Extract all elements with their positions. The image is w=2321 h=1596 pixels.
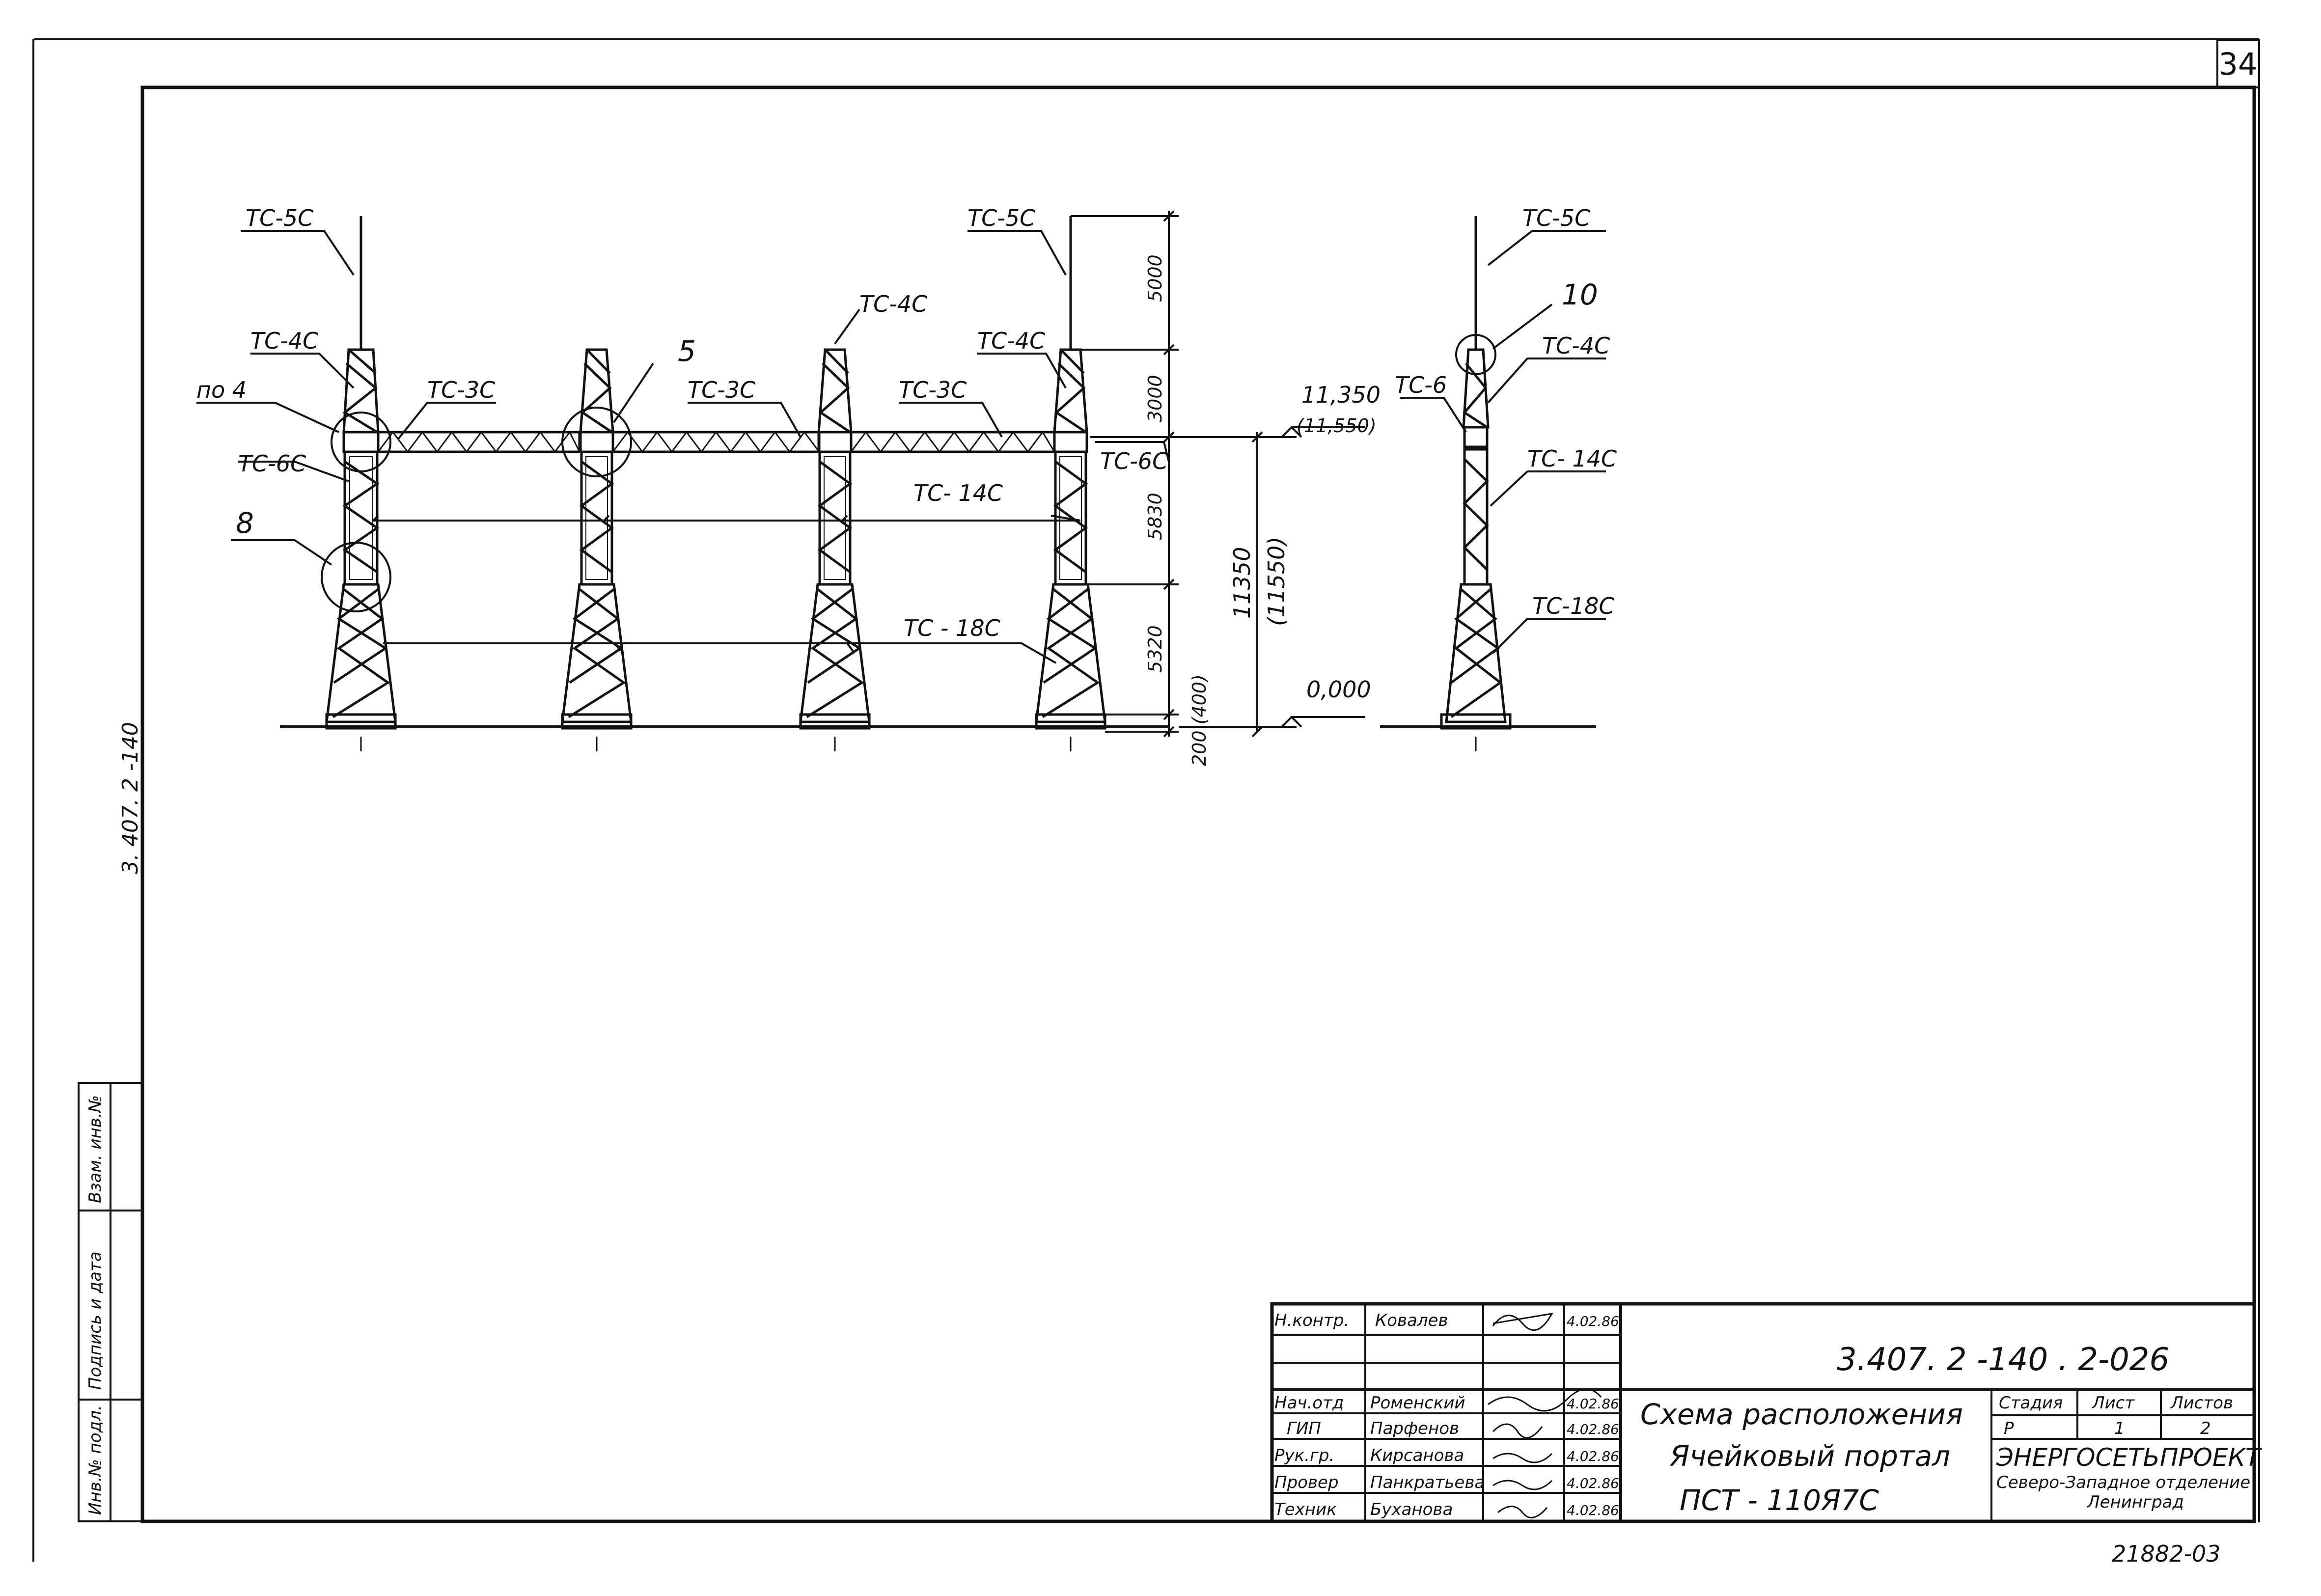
detail-circle-10 <box>1455 334 1496 375</box>
callout-tc6c-left: ТС-6С <box>238 450 306 477</box>
callout-tc3c-2: ТС-3С <box>688 377 755 403</box>
detail-circle-8 <box>321 542 391 612</box>
callout-node10: 10 <box>1562 278 1598 311</box>
callout-tc18c-right: ТС-18С <box>1532 593 1614 619</box>
tb-date-1: 4.02.86 <box>1567 1313 1619 1329</box>
tb-date-5: 4.02.86 <box>1567 1448 1619 1464</box>
left-strip <box>78 1082 143 1522</box>
tb-org-branch: Северо-Западное отделение <box>1996 1473 2250 1492</box>
tb-stage: Р <box>2004 1419 2014 1438</box>
tb-name-4: Парфенов <box>1370 1419 1459 1438</box>
tower-4 <box>1035 216 1106 751</box>
bottom-stamp: 21882-03 <box>2112 1541 2220 1567</box>
tb-date-6: 4.02.86 <box>1567 1475 1619 1491</box>
tb-role-6: Провер <box>1274 1473 1339 1492</box>
tb-name-7: Буханова <box>1370 1500 1453 1519</box>
callout-tc14c-mid: ТС- 14С <box>913 480 1003 506</box>
tb-sheets-header: Листов <box>2170 1393 2233 1413</box>
signatures <box>1488 1313 1602 1518</box>
beam-span-3 <box>850 431 1056 453</box>
tb-sheet: 1 <box>2114 1419 2125 1438</box>
callout-tc5c-mid: ТС-5С <box>967 205 1035 231</box>
elevation-drawing <box>196 210 1606 751</box>
tb-role-4: ГИП <box>1287 1419 1321 1438</box>
side-tower <box>1440 216 1512 751</box>
tb-stage-header: Стадия <box>1999 1393 2063 1413</box>
callout-tc14c-right: ТС- 14С <box>1527 445 1617 472</box>
dim-11350: 11350 <box>1229 547 1255 619</box>
tb-sheet-header: Лист <box>2091 1393 2135 1413</box>
tb-role-5: Рук.гр. <box>1274 1446 1334 1465</box>
callout-tc5c-left: ТС-5С <box>246 205 313 231</box>
callout-tc4c-right: ТС-4С <box>1542 332 1610 359</box>
strip-sign-label: Подпись и дата <box>85 1251 105 1390</box>
level-top: 11,350 <box>1301 382 1381 408</box>
tb-name-1: Ковалев <box>1375 1311 1448 1330</box>
dim-5830: 5830 <box>1144 493 1166 540</box>
tb-name-3: Роменский <box>1370 1393 1465 1413</box>
level-zero: 0,000 <box>1306 676 1371 703</box>
tower-2 <box>561 348 633 751</box>
callout-tc18c-mid: ТС - 18С <box>904 615 1000 641</box>
tb-doc-code: 3.407. 2 -140 . 2-026 <box>1837 1342 2169 1378</box>
callout-tc4c-left: ТС-4С <box>250 328 318 354</box>
tower-3 <box>799 348 871 751</box>
tb-title-line3: ПСТ - 110Я7С <box>1680 1484 1879 1517</box>
tb-date-3: 4.02.86 <box>1567 1396 1619 1412</box>
tb-org-name: ЭНЕРГОСЕТЬПРОЕКТ <box>1996 1443 2262 1472</box>
strip-inv-label: Инв.№ подл. <box>85 1405 105 1515</box>
callout-tc5c-right: ТС-5С <box>1522 205 1590 231</box>
sheet-frame <box>32 38 2260 1562</box>
title-block <box>1270 1302 2256 1523</box>
tb-name-5: Кирсанова <box>1370 1446 1464 1465</box>
tb-title-line1: Схема расположения <box>1640 1398 1963 1431</box>
sheet-number: 34 <box>2219 46 2258 82</box>
dim-3000: 3000 <box>1144 375 1166 422</box>
dim-5320: 5320 <box>1144 625 1166 673</box>
beam-span-1 <box>377 431 581 453</box>
callout-tc6c-mid: ТС-6С <box>1100 448 1168 474</box>
sheet-number-box: 34 <box>2216 39 2260 88</box>
callout-tc4c-top: ТС-4С <box>859 291 927 317</box>
beam-span-2 <box>611 431 821 453</box>
tb-name-6: Панкратьева <box>1370 1473 1485 1492</box>
tower-1 <box>325 216 397 751</box>
level-top-alt: (11,550) <box>1297 415 1377 437</box>
callout-tc3c-3: ТС-3С <box>899 377 967 403</box>
detail-circle-po4 <box>331 412 391 472</box>
tb-role-1: Н.контр. <box>1274 1311 1349 1330</box>
callout-tc6-right: ТС-6 <box>1395 372 1447 398</box>
dimension-chain <box>1071 210 1365 738</box>
callout-po4: по 4 <box>196 377 247 403</box>
detail-circle-5 <box>561 407 632 477</box>
dim-200: 200 (400) <box>1188 674 1210 766</box>
side-stamp: 3. 407. 2 -140 <box>118 722 143 874</box>
tb-date-4: 4.02.86 <box>1567 1421 1619 1437</box>
dim-11550: (11550) <box>1263 537 1290 626</box>
callout-tc4c-mid: ТС-4С <box>977 328 1045 354</box>
tb-sheets: 2 <box>2200 1419 2211 1438</box>
dim-5000: 5000 <box>1144 254 1166 302</box>
tb-role-3: Нач.отд <box>1274 1393 1344 1413</box>
tb-date-7: 4.02.86 <box>1567 1502 1619 1518</box>
leader-lines <box>196 230 1606 664</box>
callout-node8: 8 <box>236 506 254 540</box>
strip-replace-label: Взам. инв.№ <box>85 1095 105 1203</box>
tb-title-line2: Ячейковый портал <box>1669 1439 1950 1473</box>
callout-node5: 5 <box>678 334 696 368</box>
tb-role-7: Техник <box>1274 1500 1337 1519</box>
callout-tc3c-1: ТС-3С <box>427 377 495 403</box>
tb-org-city: Ленинград <box>2086 1492 2184 1512</box>
